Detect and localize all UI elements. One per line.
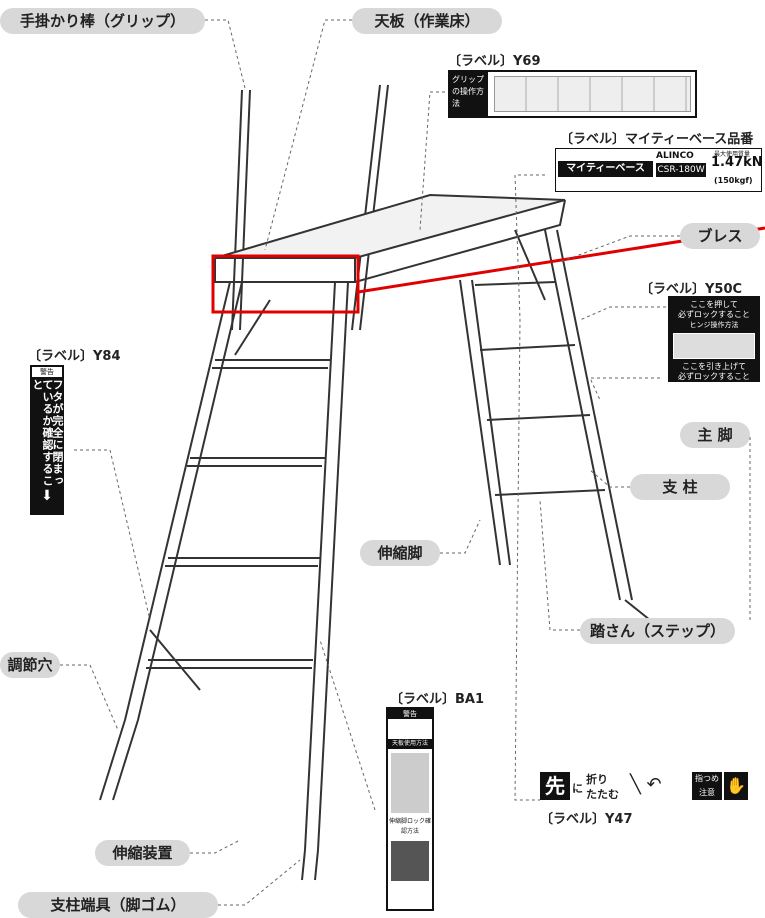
callout-pillar: 支 柱 [630, 474, 730, 500]
y47-ni: に [572, 782, 583, 795]
y50c-line4: ここを引き上げて [682, 362, 746, 371]
callout-adjust-hole: 調節穴 [0, 652, 60, 678]
y47-hand-icon: ✋ [724, 772, 748, 800]
sticker-load-kgf: (150kgf) [714, 176, 753, 185]
callout-grip: 手掛かり棒（グリップ） [0, 8, 205, 34]
top-plate [214, 193, 566, 283]
ba1-diagram2 [391, 841, 429, 881]
sticker-ba1: 警告 天板使用方法 伸縮脚ロック確認方法 [386, 707, 434, 911]
sticker-y84: 警告 フタが完全に閉まっているか確認すること ⬇ [30, 365, 64, 515]
y47-fold2: たたむ [586, 788, 619, 801]
sticker-load-kn: 1.47kN [711, 155, 762, 170]
sticker-mighty-base: マイティーベース ALINCO CSR-180W 最大使用質量 1.47kN (… [555, 148, 762, 192]
leader-lines [60, 19, 751, 906]
sticker-brand: ALINCO [656, 151, 694, 161]
label-y50c: 〔ラベル〕Y50C [640, 282, 743, 297]
callout-foot-rubber: 支柱端具（脚ゴム） [18, 892, 218, 918]
sticker-y69-title: グリップの操作方法 [450, 72, 488, 116]
sticker-y50c: ここを押して 必ずロックすること ヒンジ操作方法 ここを引き上げて 必ずロックす… [668, 296, 760, 382]
sticker-load-title: 最大使用質量 [714, 151, 751, 158]
sticker-product-name: マイティーベース [558, 161, 653, 177]
y50c-line2: 必ずロックすること [678, 310, 750, 319]
callout-main-leg: 主 脚 [680, 422, 750, 448]
ba1-head: 警告 [388, 709, 432, 719]
callout-telescopic-leg: 伸縮脚 [360, 540, 440, 566]
label-y84: 〔ラベル〕Y84 [28, 349, 121, 364]
sticker-y47: 先 に 折り たたむ ╲ ↶ 指つめ 注意 ✋ [540, 770, 750, 804]
grip-poles [231, 84, 389, 331]
label-y47: 〔ラベル〕Y47 [540, 812, 633, 827]
label-y69: 〔ラベル〕Y69 [448, 54, 541, 69]
sticker-y69: グリップの操作方法 [448, 70, 697, 118]
ba1-diagram [391, 753, 429, 813]
callout-telescopic-device: 伸縮装置 [95, 840, 190, 866]
y84-head: 警告 [32, 367, 62, 377]
rear-ladder [459, 229, 651, 621]
label-mighty-base: 〔ラベル〕マイティーベース品番 [560, 132, 754, 147]
ba1-sub2: 伸縮脚ロック確認方法 [388, 818, 431, 835]
y84-text: フタが完全に閉まっているか確認すること [31, 379, 64, 487]
callout-brace: ブレス [680, 223, 760, 249]
y47-fold1: 折り [586, 773, 608, 786]
y50c-line3: ヒンジ操作方法 [689, 321, 739, 329]
sticker-y69-diagram [494, 76, 691, 112]
ba1-sub1: 天板使用方法 [388, 739, 432, 749]
callout-top-plate: 天板（作業床） [352, 8, 502, 34]
label-ba1: 〔ラベル〕BA1 [390, 692, 485, 707]
y84-arrow-icon: ⬇ [41, 488, 53, 504]
y47-fold-icon: ╲ ↶ [630, 774, 662, 795]
y50c-line1: ここを押して [690, 300, 738, 309]
y50c-line5: 必ずロックすること [678, 372, 750, 381]
callout-step: 踏さん（ステップ） [580, 618, 735, 644]
sticker-model: CSR-180W [656, 163, 706, 177]
y47-caution2: 注意 [692, 786, 722, 800]
y47-caution1: 指つめ [692, 772, 722, 786]
y50c-hinge-diagram [673, 333, 755, 359]
front-ladder [99, 281, 349, 881]
y47-first: 先 [540, 772, 570, 800]
